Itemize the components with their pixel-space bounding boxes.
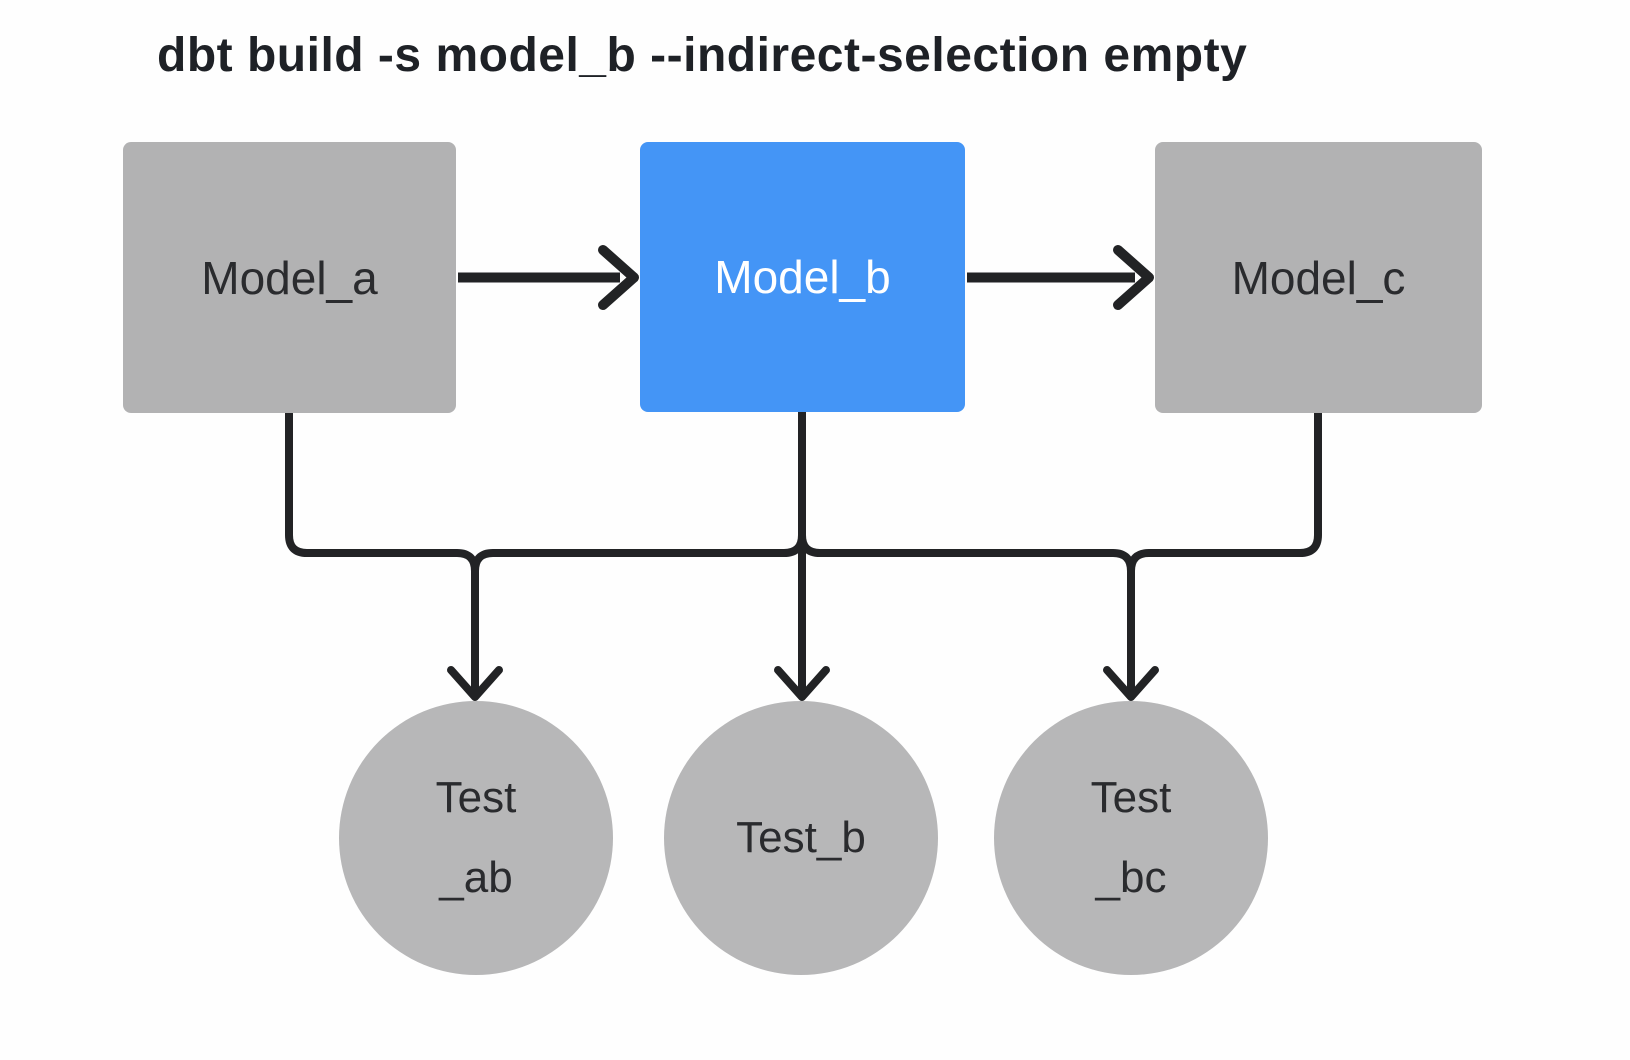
node-test-bc: Test _bc: [994, 701, 1268, 975]
node-test-ab: Test _ab: [339, 701, 613, 975]
edge-model-c-to-test-bc: [1127, 413, 1322, 692]
edge-model-a-to-test-ab: [285, 413, 479, 692]
arrowhead-model-c: [1113, 245, 1154, 310]
node-model-c: Model_c: [1155, 142, 1482, 413]
node-test-ab-label-line1: Test: [435, 773, 517, 822]
node-model-b-label: Model_b: [714, 251, 891, 303]
diagram-title: dbt build -s model_b --indirect-selectio…: [157, 29, 1248, 82]
node-test-b: Test_b: [664, 701, 938, 975]
node-test-ab-label-line2: _ab: [439, 853, 513, 902]
arrowhead-test-bc: [1103, 666, 1159, 701]
node-test-bc-label-line2: _bc: [1095, 853, 1167, 902]
arrowhead-model-b: [598, 245, 639, 310]
node-test-b-label-line1: Test_b: [736, 813, 866, 862]
node-model-b-selected: Model_b: [640, 142, 965, 412]
arrowhead-test-b: [774, 666, 830, 701]
edge-model-b-to-test-ab: [471, 412, 806, 692]
edge-model-b-to-test-bc: [798, 412, 1135, 692]
node-model-c-label: Model_c: [1231, 251, 1406, 304]
node-model-a-label: Model_a: [201, 251, 378, 304]
node-model-a: Model_a: [123, 142, 456, 413]
arrowhead-test-ab: [447, 666, 503, 701]
node-test-bc-label-line1: Test: [1090, 773, 1172, 822]
